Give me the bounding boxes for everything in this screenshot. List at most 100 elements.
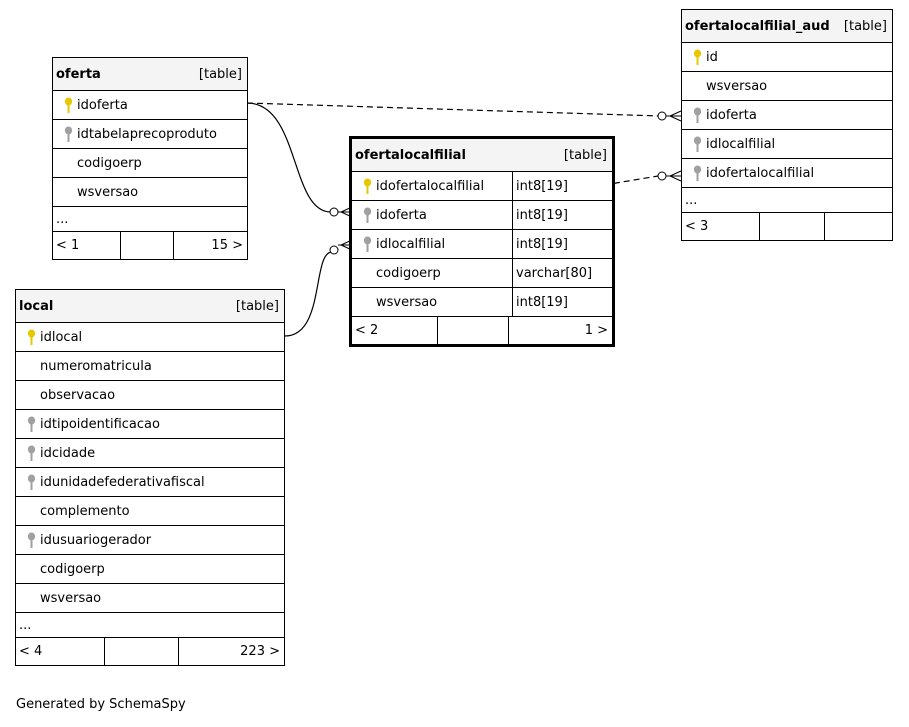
footer-children[interactable] [825, 213, 892, 240]
footer-parents[interactable]: < 2 [355, 323, 379, 338]
table-footer: < 3 [682, 213, 892, 240]
column-name: codigoerp [77, 155, 142, 171]
footer-children[interactable]: 15 > [211, 238, 243, 253]
table-footer: < 1 15 > [53, 232, 247, 259]
column-name: idlocalfilial [376, 236, 446, 252]
column-row[interactable]: idofertalocalfilial [682, 159, 892, 188]
column-name: idoferta [376, 207, 427, 223]
column-row[interactable]: idtabelaprecoproduto [53, 120, 247, 149]
column-type: int8[19] [512, 288, 612, 316]
footer-children[interactable]: 223 > [240, 644, 280, 659]
table-ofertalocalfilial-aud[interactable]: ofertalocalfilial_aud [table] id wsversao… [681, 9, 893, 241]
column-row[interactable]: codigoerp [16, 555, 284, 584]
relation-olf-aud [603, 175, 659, 186]
relation-local-olf [284, 251, 333, 337]
column-row[interactable]: idlocal [16, 323, 284, 352]
column-row[interactable]: idlocalfilial [682, 130, 892, 159]
foreign-key-icon [22, 532, 40, 549]
column-type: int8[19] [512, 201, 612, 229]
foreign-key-icon [688, 165, 706, 182]
table-type: [table] [563, 147, 607, 163]
column-name: idunidadefederativafiscal [40, 474, 205, 490]
foreign-key-icon [688, 107, 706, 124]
table-type: [table] [843, 18, 887, 34]
primary-key-icon [358, 178, 376, 195]
table-type: [table] [235, 298, 279, 314]
column-row[interactable]: idlocalfilial int8[19] [352, 230, 612, 259]
foreign-key-icon [22, 445, 40, 462]
column-row[interactable]: complemento [16, 497, 284, 526]
footer-rows [104, 638, 179, 665]
column-name: idtipoidentificacao [40, 416, 160, 432]
primary-key-icon [59, 97, 77, 114]
column-name: complemento [40, 503, 130, 519]
table-local[interactable]: local [table] idlocal numeromatricula obse… [15, 289, 285, 666]
column-row[interactable]: wsversao int8[19] [352, 288, 612, 317]
footer-rows [759, 213, 825, 240]
footer-parents[interactable]: < 1 [56, 238, 80, 253]
column-name: wsversao [376, 294, 438, 310]
table-header: ofertalocalfilial_aud [table] [682, 10, 892, 43]
foreign-key-icon [22, 416, 40, 433]
column-row[interactable]: idoferta [53, 91, 247, 120]
column-row[interactable]: numeromatricula [16, 352, 284, 381]
footer-parents[interactable]: < 3 [685, 219, 709, 234]
table-header: oferta [table] [53, 58, 247, 91]
footer-children[interactable]: 1 > [584, 323, 608, 338]
footer-parents[interactable]: < 4 [19, 644, 43, 659]
column-row[interactable]: idoferta int8[19] [352, 201, 612, 230]
column-name: idofertalocalfilial [376, 178, 485, 194]
column-row[interactable]: codigoerp varchar[80] [352, 259, 612, 288]
column-name: idoferta [706, 107, 757, 123]
relation-oferta-olf-end [329, 207, 339, 217]
more-columns: ... [682, 188, 892, 213]
relation-oferta-olf [246, 102, 332, 213]
column-type: varchar[80] [512, 259, 612, 287]
column-name: idcidade [40, 445, 96, 461]
footer-rows [120, 232, 174, 259]
column-row[interactable]: wsversao [53, 178, 247, 207]
generated-by-credit: Generated by SchemaSpy [16, 697, 186, 712]
foreign-key-icon [688, 136, 706, 153]
column-name: idofertalocalfilial [706, 165, 815, 181]
table-name: local [19, 298, 54, 314]
table-name: oferta [56, 66, 101, 82]
column-row[interactable]: wsversao [16, 584, 284, 613]
column-list: id wsversao idoferta idlocalfilial idofertal… [682, 43, 892, 188]
table-footer: < 4 223 > [16, 638, 284, 665]
relation-olf-aud-end [657, 171, 667, 181]
column-name: idlocalfilial [706, 136, 776, 152]
column-row[interactable]: idunidadefederativafiscal [16, 468, 284, 497]
more-columns: ... [16, 613, 284, 638]
column-type: int8[19] [512, 230, 612, 258]
table-footer: < 2 1 > [352, 317, 612, 344]
column-row[interactable]: wsversao [682, 72, 892, 101]
column-row[interactable]: observacao [16, 381, 284, 410]
column-name: idtabelaprecoproduto [77, 126, 217, 142]
column-name: idusuariogerador [40, 532, 152, 548]
relation-local-olf-end [329, 245, 339, 255]
relation-oferta-aud-end [657, 111, 667, 121]
column-name: observacao [40, 387, 116, 403]
table-oferta[interactable]: oferta [table] idoferta idtabelaprecoprod… [52, 57, 248, 260]
column-row[interactable]: idcidade [16, 439, 284, 468]
foreign-key-icon [358, 236, 376, 253]
column-row[interactable]: idusuariogerador [16, 526, 284, 555]
column-name: numeromatricula [40, 358, 152, 374]
column-name: codigoerp [376, 265, 441, 281]
foreign-key-icon [22, 474, 40, 491]
column-name: idoferta [77, 97, 128, 113]
relation-oferta-aud [246, 102, 661, 117]
column-row[interactable]: idoferta [682, 101, 892, 130]
column-name: id [706, 49, 718, 65]
table-ofertalocalfilial[interactable]: ofertalocalfilial [table] idofertalocalf… [349, 136, 615, 347]
column-name: codigoerp [40, 561, 105, 577]
more-columns: ... [53, 207, 247, 232]
column-name: wsversao [40, 590, 102, 606]
column-row[interactable]: id [682, 43, 892, 72]
column-row[interactable]: idtipoidentificacao [16, 410, 284, 439]
column-list: idlocal numeromatricula observacao idtipoid… [16, 323, 284, 613]
column-row[interactable]: codigoerp [53, 149, 247, 178]
